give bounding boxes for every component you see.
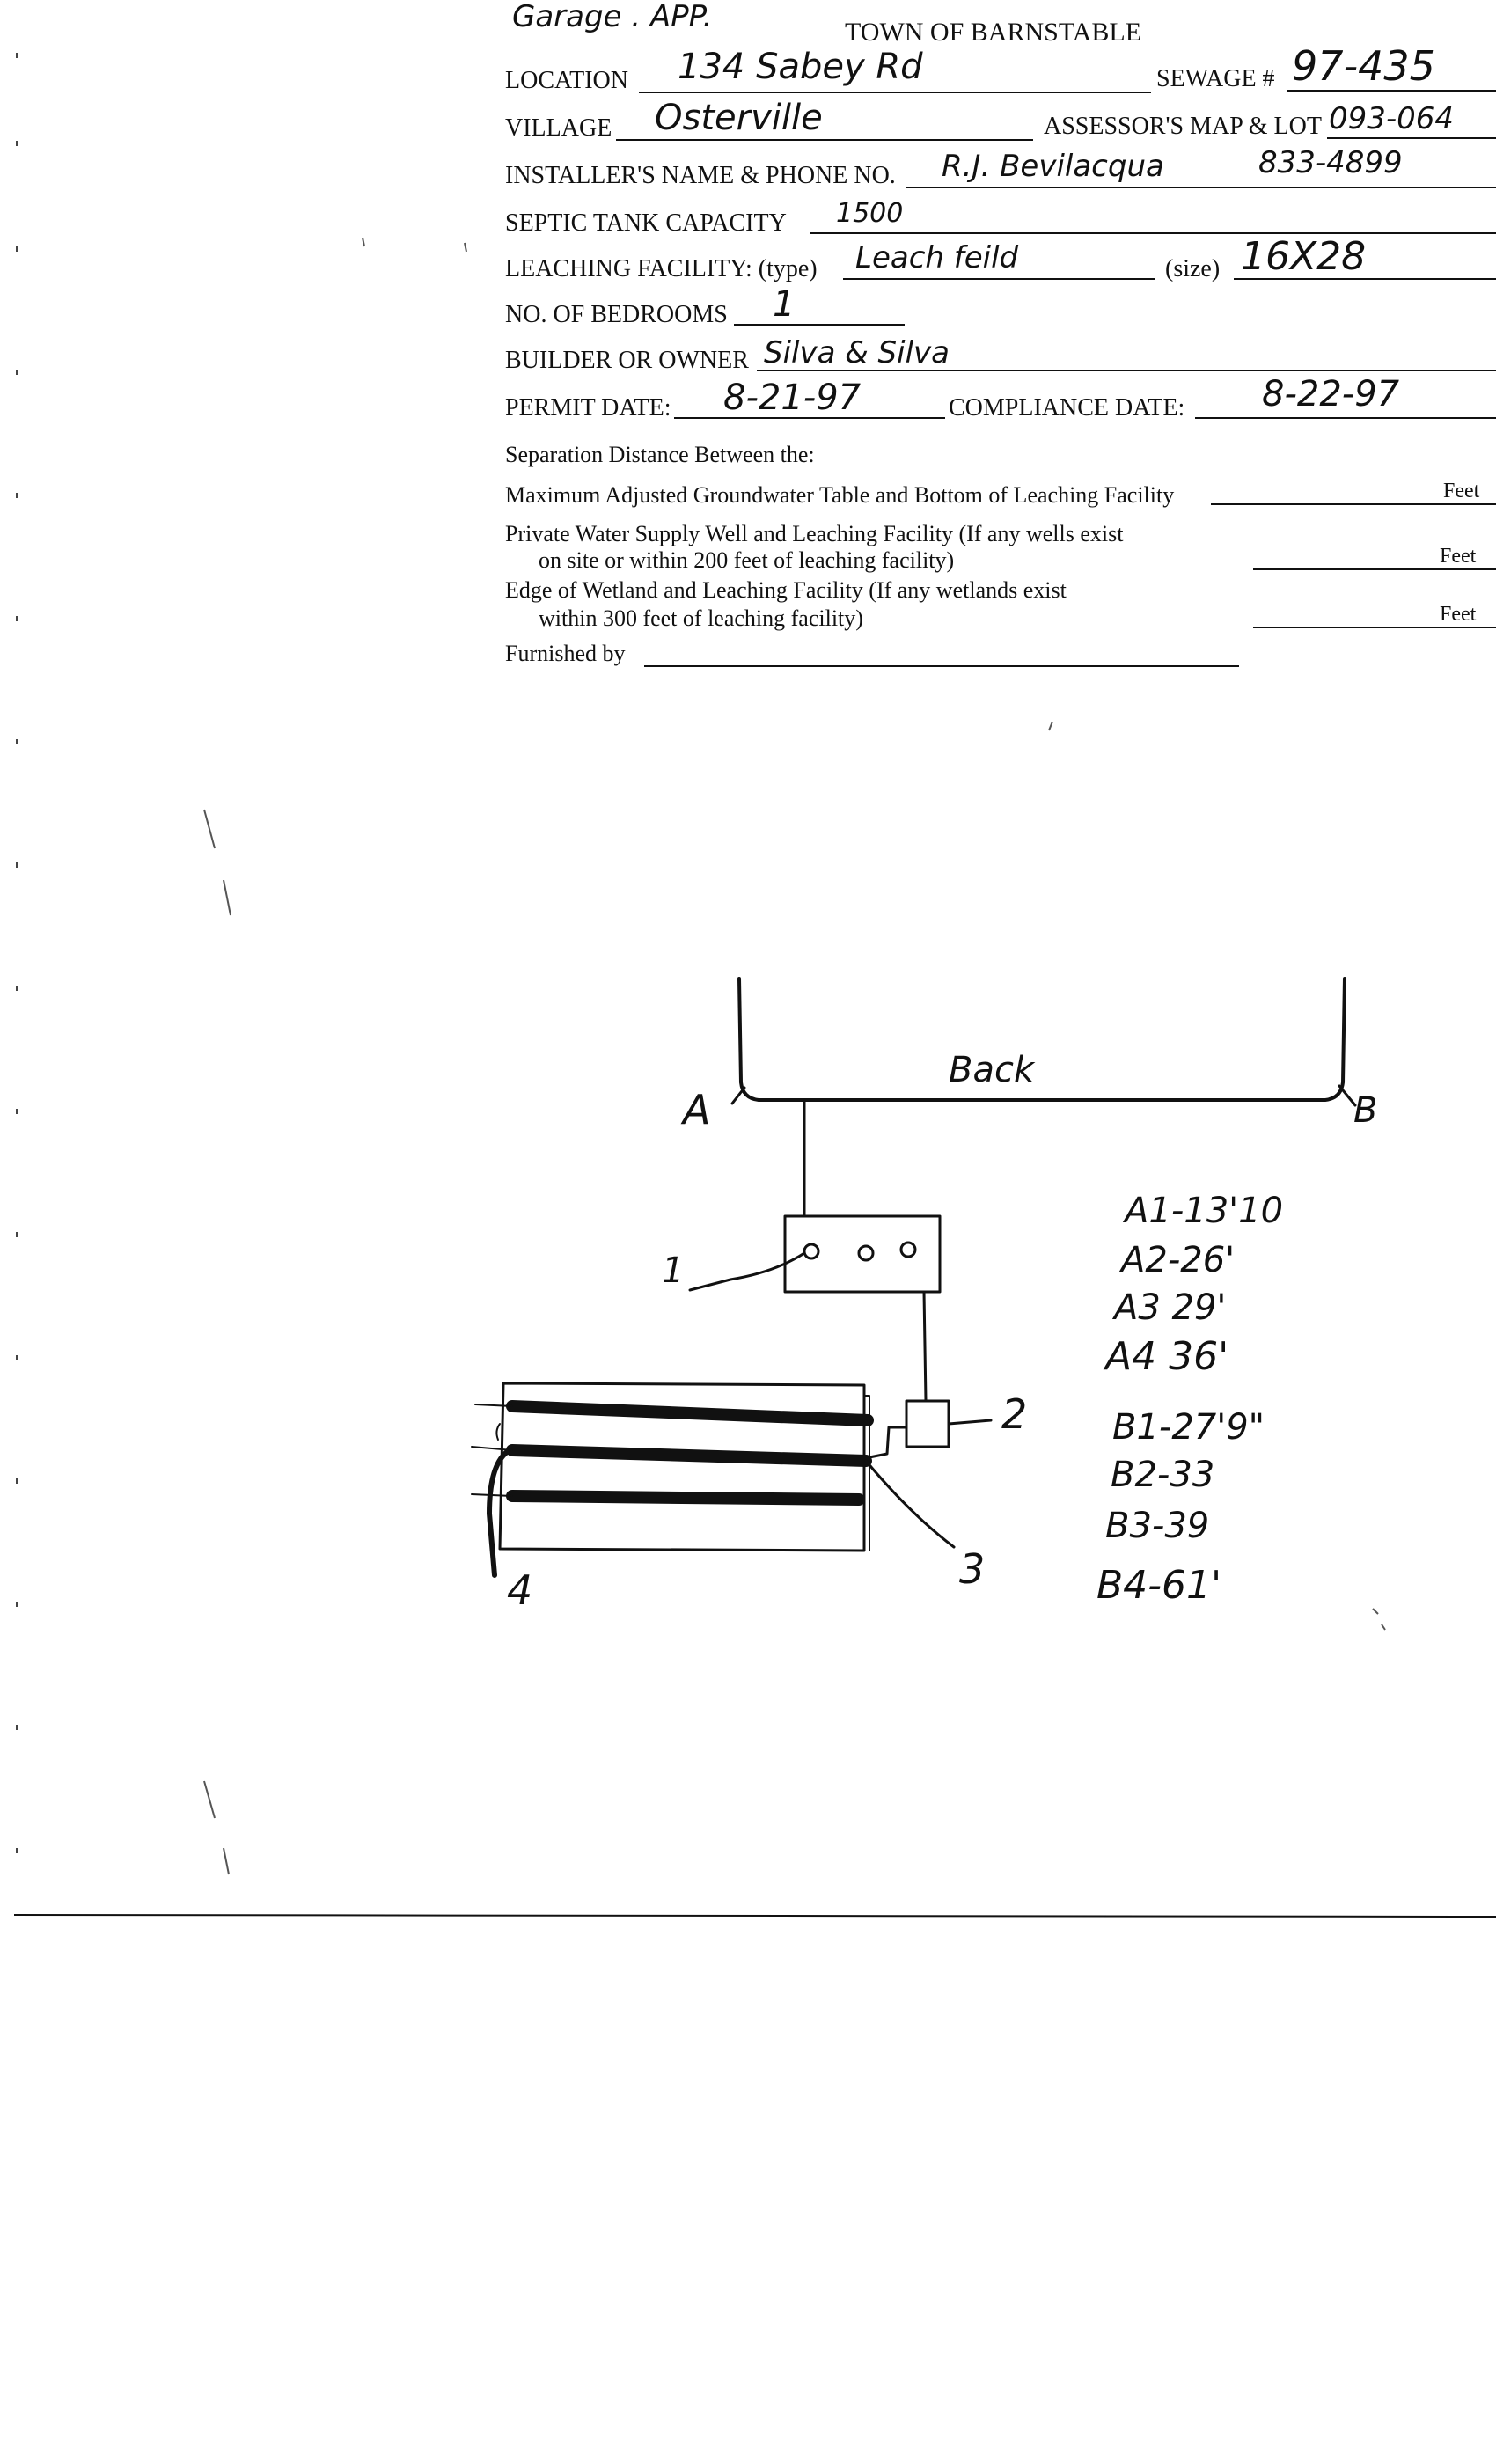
- separation-heading: Separation Distance Between the:: [505, 442, 815, 467]
- measurement-b4: B4-61': [1096, 1563, 1222, 1608]
- septic-label: SEPTIC TANK CAPACITY: [505, 209, 787, 237]
- sep-wetland-feet: Feet: [1440, 603, 1477, 626]
- installer-value: R.J. Bevilacqua: [942, 149, 1164, 184]
- permit-label: PERMIT DATE:: [505, 394, 671, 422]
- back-label: Back: [949, 1050, 1035, 1090]
- assessor-label: ASSESSOR'S MAP & LOT: [1044, 113, 1322, 140]
- scan-mark: [16, 986, 18, 991]
- measurement-b3: B3-39: [1105, 1506, 1210, 1546]
- scan-mark: [16, 1355, 18, 1360]
- measurement-a2: A2-26': [1121, 1240, 1236, 1280]
- scan-mark: [16, 1848, 18, 1853]
- bedrooms-line: [734, 324, 905, 326]
- location-line: [639, 92, 1151, 93]
- furnished-line: [644, 665, 1239, 667]
- leach-field-outline: [498, 1382, 866, 1552]
- installer-line: [906, 187, 1496, 188]
- assessor-value: 093-064: [1329, 101, 1455, 136]
- scan-mark: [16, 370, 18, 375]
- sep-wetland-label-2: within 300 feet of leaching facility): [539, 605, 863, 631]
- septic-tank: [783, 1214, 942, 1294]
- scan-mark: [16, 141, 18, 146]
- builder-label: BUILDER OR OWNER: [505, 347, 749, 374]
- scan-mark: [16, 862, 18, 868]
- leach-line-2: [506, 1444, 872, 1467]
- scan-mark: [16, 1602, 18, 1607]
- builder-line: [757, 370, 1496, 371]
- installer-label: INSTALLER'S NAME & PHONE NO.: [505, 162, 896, 189]
- sep-well-label-1: Private Water Supply Well and Leaching F…: [505, 521, 1124, 546]
- measurement-b2: B2-33: [1111, 1455, 1215, 1495]
- pipe-tank-to-dbox: [922, 1290, 928, 1403]
- leaching-value: Leach feild: [855, 240, 1019, 275]
- sewage-value: 97-435: [1292, 42, 1435, 90]
- permit-value: 8-21-97: [723, 378, 862, 418]
- measurement-b1: B1-27'9": [1112, 1407, 1265, 1448]
- assessor-line: [1327, 137, 1496, 139]
- permit-line: [674, 417, 945, 419]
- corner-a-label: A: [683, 1086, 711, 1133]
- measurement-a3: A3 29': [1114, 1287, 1227, 1328]
- measurement-a4: A4 36': [1105, 1334, 1229, 1379]
- scan-mark: [16, 1478, 18, 1484]
- scan-mark: [16, 1725, 18, 1730]
- sep-groundwater-line: [1211, 503, 1496, 505]
- village-value: Osterville: [655, 98, 823, 138]
- sep-wetland-label-1: Edge of Wetland and Leaching Facility (I…: [505, 577, 1067, 603]
- sewage-label: SEWAGE #: [1156, 65, 1275, 92]
- leach-line-3: [506, 1490, 865, 1506]
- callout-2: 2: [1001, 1390, 1028, 1438]
- page-bottom-rule: [13, 1914, 1496, 1918]
- village-label: VILLAGE: [505, 114, 612, 142]
- village-line: [616, 139, 1033, 141]
- scan-mark: [16, 1232, 18, 1237]
- callout-3: 3: [959, 1545, 986, 1593]
- septic-line: [810, 232, 1496, 234]
- builder-value: Silva & Silva: [764, 335, 950, 370]
- furnished-label: Furnished by: [505, 641, 626, 666]
- location-label: LOCATION: [505, 67, 628, 94]
- callout-4: 4: [507, 1566, 533, 1614]
- sep-well-label-2: on site or within 200 feet of leaching f…: [539, 547, 955, 573]
- location-value: 134 Sabey Rd: [678, 47, 923, 87]
- form-title: TOWN OF BARNSTABLE: [845, 18, 1142, 47]
- compliance-line: [1195, 417, 1496, 419]
- corner-b-label: B: [1353, 1090, 1378, 1131]
- scan-mark: [16, 1109, 18, 1114]
- sep-groundwater-label: Maximum Adjusted Groundwater Table and B…: [505, 482, 1175, 508]
- sep-wetland-line: [1253, 627, 1496, 628]
- scan-mark: [16, 53, 18, 58]
- scan-mark: [16, 246, 18, 252]
- leach-line-1: [506, 1400, 874, 1426]
- compliance-label: COMPLIANCE DATE:: [949, 394, 1185, 422]
- size-line: [1234, 278, 1496, 280]
- leaching-label: LEACHING FACILITY: (type): [505, 255, 818, 282]
- sep-well-feet: Feet: [1440, 545, 1477, 568]
- leaching-line: [843, 278, 1155, 280]
- sep-well-line: [1253, 568, 1496, 570]
- compliance-value: 8-22-97: [1262, 374, 1400, 414]
- septic-value: 1500: [836, 198, 904, 229]
- bedrooms-value: 1: [773, 284, 796, 325]
- measurement-a1: A1-13'10: [1125, 1191, 1284, 1231]
- size-label: (size): [1165, 255, 1221, 282]
- scan-mark: [16, 616, 18, 621]
- sep-groundwater-feet: Feet: [1443, 480, 1480, 502]
- sewage-line: [1287, 90, 1496, 92]
- scan-mark: [16, 739, 18, 744]
- size-value: 16X28: [1241, 234, 1367, 279]
- installer-phone: 833-4899: [1258, 145, 1403, 180]
- scan-mark: [16, 493, 18, 498]
- callout-1: 1: [662, 1250, 685, 1291]
- bedrooms-label: NO. OF BEDROOMS: [505, 301, 728, 328]
- corner-note: Garage . APP.: [512, 0, 713, 34]
